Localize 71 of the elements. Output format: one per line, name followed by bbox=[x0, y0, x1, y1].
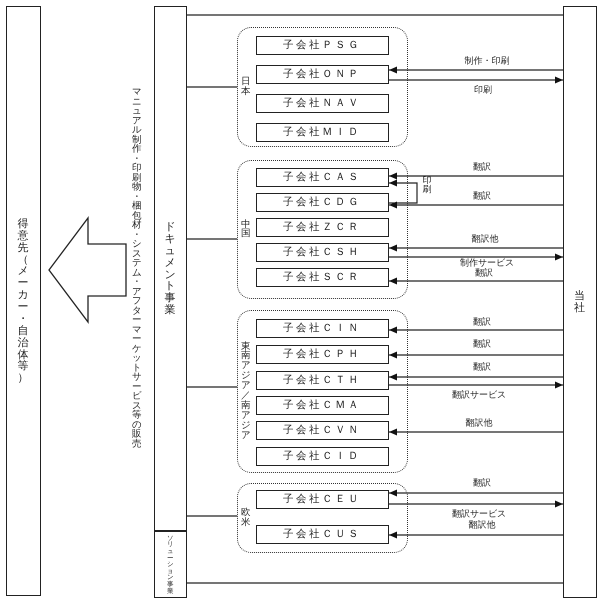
company-box: 子会社ＳＣＲ bbox=[256, 268, 389, 287]
arrow bbox=[389, 532, 563, 538]
company-box: 子会社ＣＰＨ bbox=[256, 344, 389, 364]
edge-label: 翻訳 bbox=[472, 164, 492, 172]
edge-label: 翻訳他 bbox=[468, 522, 496, 530]
connector-line bbox=[187, 515, 237, 517]
column-box bbox=[563, 6, 597, 598]
arrow bbox=[389, 500, 563, 508]
connector-line bbox=[187, 86, 237, 88]
edge-label: 翻訳 bbox=[472, 340, 492, 350]
connector-line bbox=[187, 582, 563, 584]
column-box bbox=[154, 531, 187, 598]
company-box: 子会社ＰＳＧ bbox=[256, 36, 389, 55]
company-box: 子会社ＺＣＲ bbox=[256, 218, 389, 237]
edge-label: 翻訳サービス bbox=[451, 510, 507, 520]
company-box: 子会社ＣＳＨ bbox=[256, 242, 389, 262]
edge-label: 制作・印刷 bbox=[464, 58, 510, 66]
company-box: 子会社ＣＴＨ bbox=[256, 370, 389, 390]
connector-line bbox=[187, 238, 237, 240]
edge-label: 翻訳 bbox=[472, 480, 492, 488]
column-label: ドキュメント事業 bbox=[164, 221, 177, 316]
company-box: 子会社ＣＩＤ bbox=[256, 446, 389, 466]
arrow bbox=[389, 428, 563, 436]
company-box: 子会社ＯＮＰ bbox=[256, 64, 389, 84]
edge-label: 翻訳サービス bbox=[451, 392, 507, 400]
edge-label: 翻訳他 bbox=[470, 236, 500, 244]
company-box: 子会社ＮＡＶ bbox=[256, 94, 389, 113]
arrow bbox=[389, 326, 563, 334]
company-box: 子会社ＣＤＧ bbox=[256, 192, 389, 212]
edge-label: 制作サービス bbox=[459, 260, 515, 268]
arrow bbox=[389, 66, 563, 74]
arrow bbox=[389, 254, 563, 260]
bracket-arrow bbox=[389, 180, 418, 204]
column-label: 得意先（メーカー・自治体等） bbox=[17, 218, 30, 384]
company-box: 子会社ＣＡＳ bbox=[256, 168, 389, 187]
column-box bbox=[6, 6, 41, 596]
arrow bbox=[389, 202, 563, 208]
arrow bbox=[389, 352, 563, 358]
arrow bbox=[389, 382, 563, 388]
company-box: 子会社ＣＵＳ bbox=[256, 524, 389, 544]
edge-label: 翻訳 bbox=[472, 192, 492, 202]
arrow bbox=[389, 172, 563, 180]
arrow bbox=[389, 278, 563, 284]
arrow bbox=[389, 374, 563, 380]
region-label: 日本 bbox=[241, 77, 252, 97]
dotted-group-box bbox=[237, 160, 408, 299]
edge-label: 翻訳他 bbox=[464, 420, 494, 428]
company-box: 子会社ＣＥＵ bbox=[256, 490, 389, 509]
arrow bbox=[389, 490, 563, 496]
company-box: 子会社ＣＩＮ bbox=[256, 318, 389, 338]
connector-line bbox=[187, 14, 563, 16]
dotted-group-box bbox=[237, 27, 408, 147]
column-box bbox=[154, 6, 187, 531]
edge-label: 翻訳 bbox=[472, 364, 492, 372]
column-label: 当社 bbox=[574, 290, 586, 314]
block-arrow bbox=[48, 216, 127, 324]
edge-label: 印刷 bbox=[473, 86, 493, 96]
connector-line bbox=[187, 386, 237, 388]
region-label: 中国 bbox=[241, 220, 252, 240]
edge-label: マニュアル制作・印刷物・梱包材・システム・アフターマーケットサービス等の販売 bbox=[130, 88, 144, 448]
edge-label: 翻訳 bbox=[472, 318, 492, 328]
company-box: 子会社ＭＩＤ bbox=[256, 122, 389, 142]
company-box: 子会社ＣＶＮ bbox=[256, 420, 389, 440]
region-label: 欧米 bbox=[241, 508, 252, 528]
dotted-group-box bbox=[237, 310, 408, 473]
region-label: 東南アジア／南アジア bbox=[241, 342, 252, 442]
company-box: 子会社ＣＭＡ bbox=[256, 396, 389, 415]
arrow bbox=[389, 244, 563, 252]
arrow bbox=[389, 76, 563, 84]
edge-label: 翻訳 bbox=[474, 270, 494, 278]
dotted-group-box bbox=[237, 483, 408, 553]
